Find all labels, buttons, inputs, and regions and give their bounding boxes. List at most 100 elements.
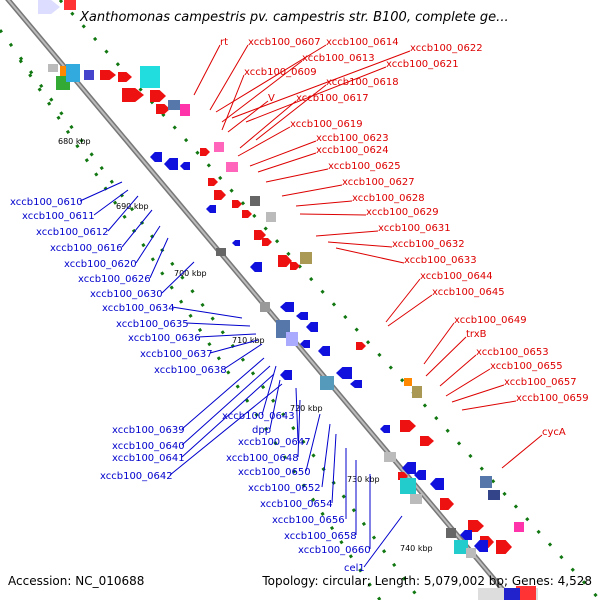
gene-reverse — [306, 322, 318, 332]
gene-label-forward: xccb100_0625 — [328, 161, 401, 172]
gene-label-forward: xccb100_0618 — [326, 77, 399, 88]
leader-line — [501, 434, 543, 469]
feature-box — [404, 378, 412, 386]
feature-box — [466, 548, 476, 558]
gene-reverse — [380, 425, 390, 433]
gene-label-forward: xccb100_0633 — [404, 255, 477, 266]
leader-line — [215, 44, 327, 113]
gene-label-reverse: xccb100_0612 — [36, 227, 109, 238]
leader-line — [93, 189, 129, 216]
gene-label-forward: xccb100_0632 — [392, 239, 465, 250]
leader-line — [135, 225, 161, 264]
gene-reverse — [280, 302, 294, 312]
feature-box — [514, 522, 524, 532]
ruler-label: 710 kbp — [232, 336, 265, 345]
gene-forward — [496, 540, 512, 554]
leader-line — [231, 50, 411, 119]
gene-forward — [254, 230, 266, 240]
gene-label-forward: xccb100_0623 — [316, 133, 389, 144]
feature-box — [48, 64, 58, 72]
outer-track-dots — [58, 0, 600, 602]
feature-box — [266, 212, 276, 222]
gene-label-reverse: xccb100_0648 — [226, 453, 299, 464]
gene-forward — [156, 104, 170, 114]
gene-reverse — [474, 540, 488, 552]
leader-line — [257, 152, 317, 173]
feature-box — [214, 142, 224, 152]
gene-label-reverse: xccb100_0626 — [78, 274, 151, 285]
gene-label-reverse: xccb100_0647 — [238, 437, 311, 448]
gene-forward — [278, 255, 292, 267]
leader-line — [107, 195, 139, 232]
gene-label-reverse: cel1 — [344, 563, 365, 574]
feature-box — [410, 494, 422, 504]
gene-reverse — [250, 262, 262, 272]
gene-label-reverse: xccb100_0641 — [112, 453, 185, 464]
summary-text: Topology: circular; Length: 5,079,002 bp… — [262, 574, 592, 588]
gene-label-reverse: xccb100_0656 — [272, 515, 345, 526]
leader-line — [181, 357, 265, 430]
gene-reverse — [150, 152, 162, 162]
feature-box — [140, 66, 160, 88]
feature-box — [384, 452, 396, 462]
feature-box — [454, 540, 468, 554]
leader-line — [299, 213, 367, 216]
gene-forward — [100, 70, 116, 80]
gene-label-reverse: xccb100_0654 — [260, 499, 333, 510]
map-title: Xanthomonas campestris pv. campestris st… — [80, 10, 509, 25]
gene-forward — [468, 520, 484, 532]
inner-track-dots — [0, 29, 422, 601]
leader-line — [185, 322, 251, 327]
feature-box — [300, 252, 312, 264]
gene-label-reverse: xccb100_0635 — [116, 319, 189, 330]
gene-reverse — [180, 162, 190, 170]
gene-label-forward: xccb100_0644 — [420, 271, 493, 282]
gene-label-forward: xccb100_0621 — [386, 59, 459, 70]
ruler-label: 720 kbp — [290, 404, 323, 413]
gene-label-forward: xccb100_0628 — [352, 193, 425, 204]
feature-box — [66, 64, 80, 82]
gene-label-reverse: xccb100_0642 — [100, 471, 173, 482]
gene-label-reverse: xccb100_0637 — [140, 349, 213, 360]
gene-label-forward: xccb100_0631 — [378, 223, 451, 234]
gene-label-reverse: dpp — [252, 425, 271, 436]
gene-forward — [400, 420, 416, 432]
gene-reverse — [460, 530, 472, 540]
leader-line — [181, 373, 275, 458]
feature-box — [400, 478, 416, 494]
feature-box — [84, 70, 94, 80]
leader-line — [335, 247, 405, 264]
leader-line — [209, 339, 259, 354]
leader-line — [265, 168, 329, 183]
feature-box — [180, 104, 190, 116]
gene-label-forward: xccb100_0629 — [366, 207, 439, 218]
leader-line — [169, 383, 283, 476]
gene-label-reverse: xccb100_0640 — [112, 441, 185, 452]
gene-forward — [208, 178, 218, 186]
gene-label-reverse: xccb100_0636 — [128, 333, 201, 344]
leader-line — [245, 66, 387, 123]
gene-forward — [200, 148, 210, 156]
gene-reverse — [164, 158, 178, 170]
gene-reverse — [402, 462, 416, 474]
leader-line — [223, 343, 263, 370]
inner-track-dots-2 — [18, 59, 382, 601]
ruler-label: 740 kbp — [400, 544, 433, 553]
gene-label-reverse: xccb100_0658 — [284, 531, 357, 542]
gene-forward — [262, 238, 272, 246]
leader-line — [193, 44, 221, 96]
gene-label-forward: xccb100_0622 — [410, 43, 483, 54]
leader-line — [197, 333, 257, 338]
gene-reverse — [38, 0, 60, 14]
gene-label-reverse: xccb100_0652 — [248, 483, 321, 494]
gene-label-forward: rt — [220, 37, 228, 48]
ruler-label: 700 kbp — [174, 269, 207, 278]
leader-line — [149, 237, 169, 279]
gene-label-forward: xccb100_0657 — [504, 377, 577, 388]
gene-label-reverse: xccb100_0650 — [238, 467, 311, 478]
ruler-label: 690 kbp — [116, 202, 149, 211]
leader-line — [331, 433, 337, 504]
gene-label-forward: V — [268, 93, 275, 104]
